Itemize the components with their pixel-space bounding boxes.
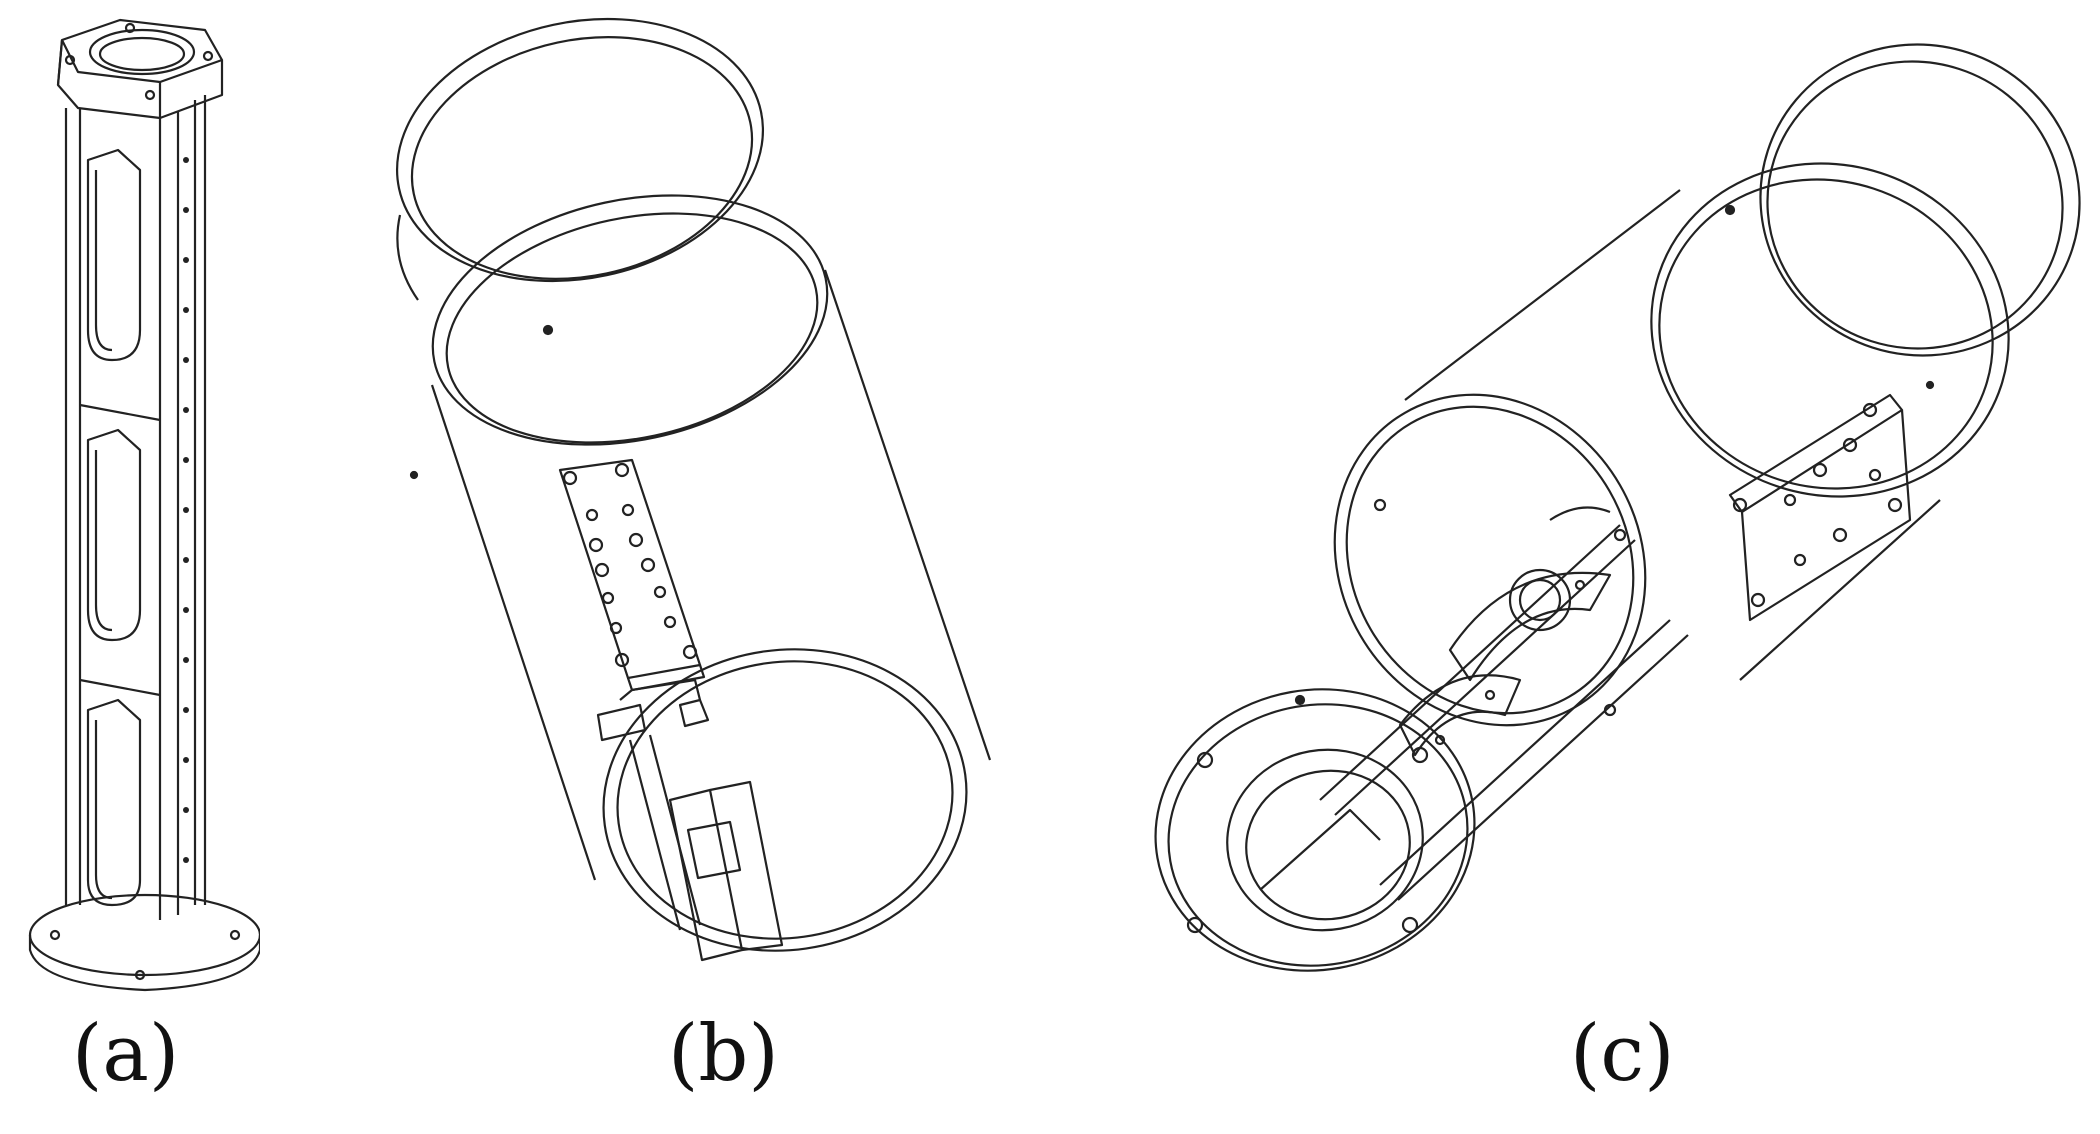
near-flange	[1154, 688, 1476, 972]
inner-rails	[596, 698, 784, 962]
caption-b: (b)	[668, 1009, 779, 1099]
side-plate	[1728, 393, 1912, 622]
cylinder-body	[409, 269, 992, 881]
frame-windows	[79, 148, 161, 907]
side-holes	[183, 157, 189, 863]
panel-b-housing-drawing	[370, 0, 1120, 1000]
near-open-end	[602, 648, 968, 952]
housing-svg	[395, 17, 992, 962]
far-end-cap	[395, 17, 765, 301]
inserted-frame	[1319, 506, 1689, 901]
cylinder-body	[1404, 189, 1941, 681]
top-flange	[56, 18, 224, 120]
panel-a-frame-drawing	[0, 0, 260, 1000]
mid-opening-ring	[1333, 393, 1647, 727]
top-mounting-plate	[558, 458, 706, 692]
frame-svg	[28, 18, 260, 992]
panel-c-assembly-drawing	[1150, 0, 2100, 1000]
collar-ring	[1650, 162, 2010, 498]
collar-ring	[431, 194, 829, 446]
caption-a: (a)	[72, 1009, 180, 1099]
caption-c: (c)	[1570, 1009, 1675, 1099]
base-plate	[28, 893, 260, 992]
far-end-cap	[1759, 43, 2081, 357]
frame-posts	[64, 95, 207, 920]
assembly-svg	[1154, 43, 2081, 972]
